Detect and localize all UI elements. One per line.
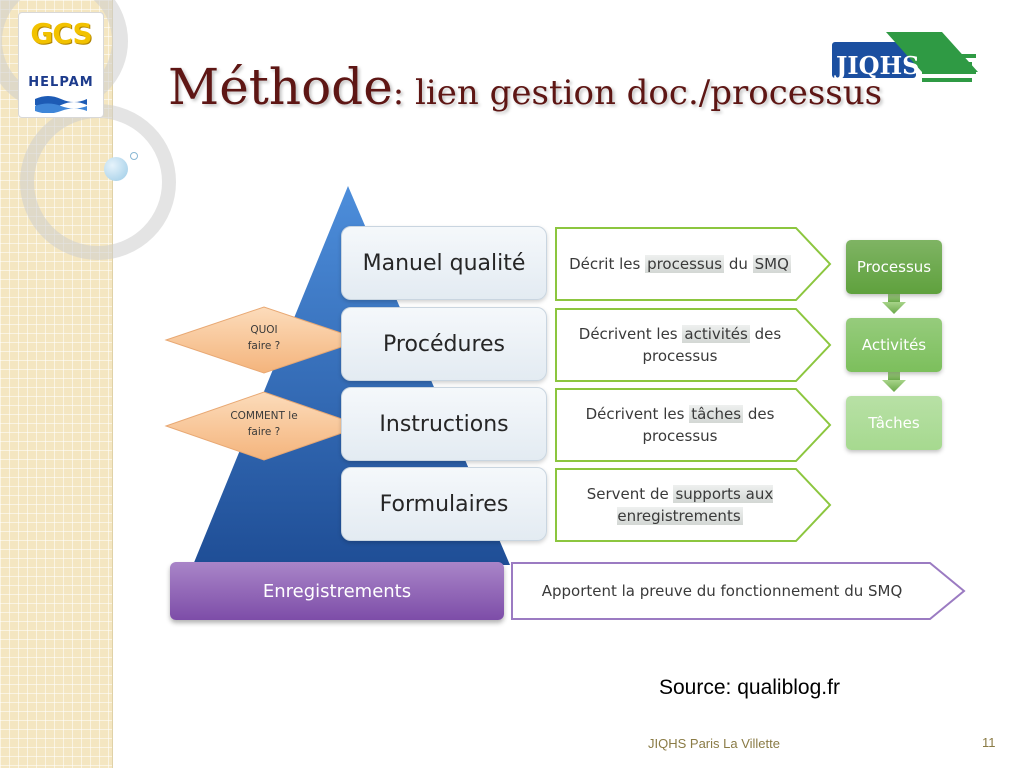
- level-box-manuel-qualite: Manuel qualité: [341, 226, 547, 300]
- hierarchy-box-processus: Processus: [846, 240, 942, 294]
- level-desc: Décrivent les tâches des processus: [556, 389, 816, 461]
- diamond-label-line: QUOI: [250, 324, 278, 336]
- desc-segment: du: [724, 254, 753, 273]
- level-desc-text: Servent de supports aux enregistrements: [564, 483, 796, 528]
- highlighted-keyword: SMQ: [752, 254, 791, 273]
- diamond-comment-label: COMMENT le faire ?: [204, 409, 324, 441]
- hierarchy-box-taches: Tâches: [846, 396, 942, 450]
- footer-text: JIQHS Paris La Villette: [648, 736, 780, 751]
- gcs-helpam-logo: GCS HELPAM: [18, 12, 104, 118]
- logo-gcs-text: GCS: [30, 17, 92, 50]
- desc-segment: des processus: [642, 324, 782, 366]
- highlighted-keyword: tâches: [689, 404, 744, 423]
- desc-segment: Décrivent les: [585, 404, 690, 423]
- desc-chevron-2: [555, 308, 832, 382]
- records-desc: Apportent la preuve du fonctionnement du…: [541, 582, 903, 600]
- logo-helpam-text: HELPAM: [28, 75, 94, 90]
- level-desc: Décrit les processus du SMQ: [556, 228, 816, 300]
- level-desc-text: Décrivent les tâches des processus: [564, 403, 796, 448]
- decorative-bubble: [104, 157, 128, 181]
- level-box-procedures: Procédures: [341, 307, 547, 381]
- level-desc-text: Décrivent les activités des processus: [564, 323, 796, 368]
- arrow-down-icon: [882, 372, 906, 392]
- decorative-bubble: [130, 152, 138, 160]
- arrow-down-icon: [882, 294, 906, 314]
- slide-title: Méthode: lien gestion doc./processus: [168, 58, 882, 116]
- level-desc-text: Décrit les processus du SMQ: [569, 253, 791, 276]
- diamond-label-line: faire ?: [247, 425, 281, 438]
- level-box-formulaires: Formulaires: [341, 467, 547, 541]
- highlighted-keyword: activités: [682, 324, 750, 343]
- highlighted-keyword: processus: [645, 254, 725, 273]
- level-desc: Servent de supports aux enregistrements: [556, 469, 816, 541]
- desc-segment: Décrit les: [569, 254, 646, 273]
- level-desc: Décrivent les activités des processus: [556, 309, 816, 381]
- records-chevron: [511, 562, 966, 620]
- page-number: 11: [982, 735, 996, 750]
- wave-icon: [35, 96, 87, 113]
- jiqhs-logo-text: JIQHS: [834, 51, 920, 80]
- desc-segment: Servent de: [586, 484, 674, 503]
- diamond-label-line: faire ?: [247, 339, 281, 352]
- diamond-label-line: COMMENT le: [230, 410, 298, 422]
- records-box: Enregistrements: [170, 562, 504, 620]
- source-caption: Source: qualiblog.fr: [659, 676, 840, 699]
- desc-segment: des processus: [642, 404, 775, 446]
- hierarchy-box-activites: Activités: [846, 318, 942, 372]
- title-main: Méthode: [168, 58, 393, 116]
- desc-segment: Décrivent les: [578, 324, 683, 343]
- diamond-quoi-label: QUOI faire ?: [204, 323, 324, 355]
- desc-chevron-3: [555, 388, 832, 462]
- title-sub: : lien gestion doc./processus: [392, 73, 883, 113]
- level-box-instructions: Instructions: [341, 387, 547, 461]
- jiqhs-logo: JIQHS: [832, 32, 978, 82]
